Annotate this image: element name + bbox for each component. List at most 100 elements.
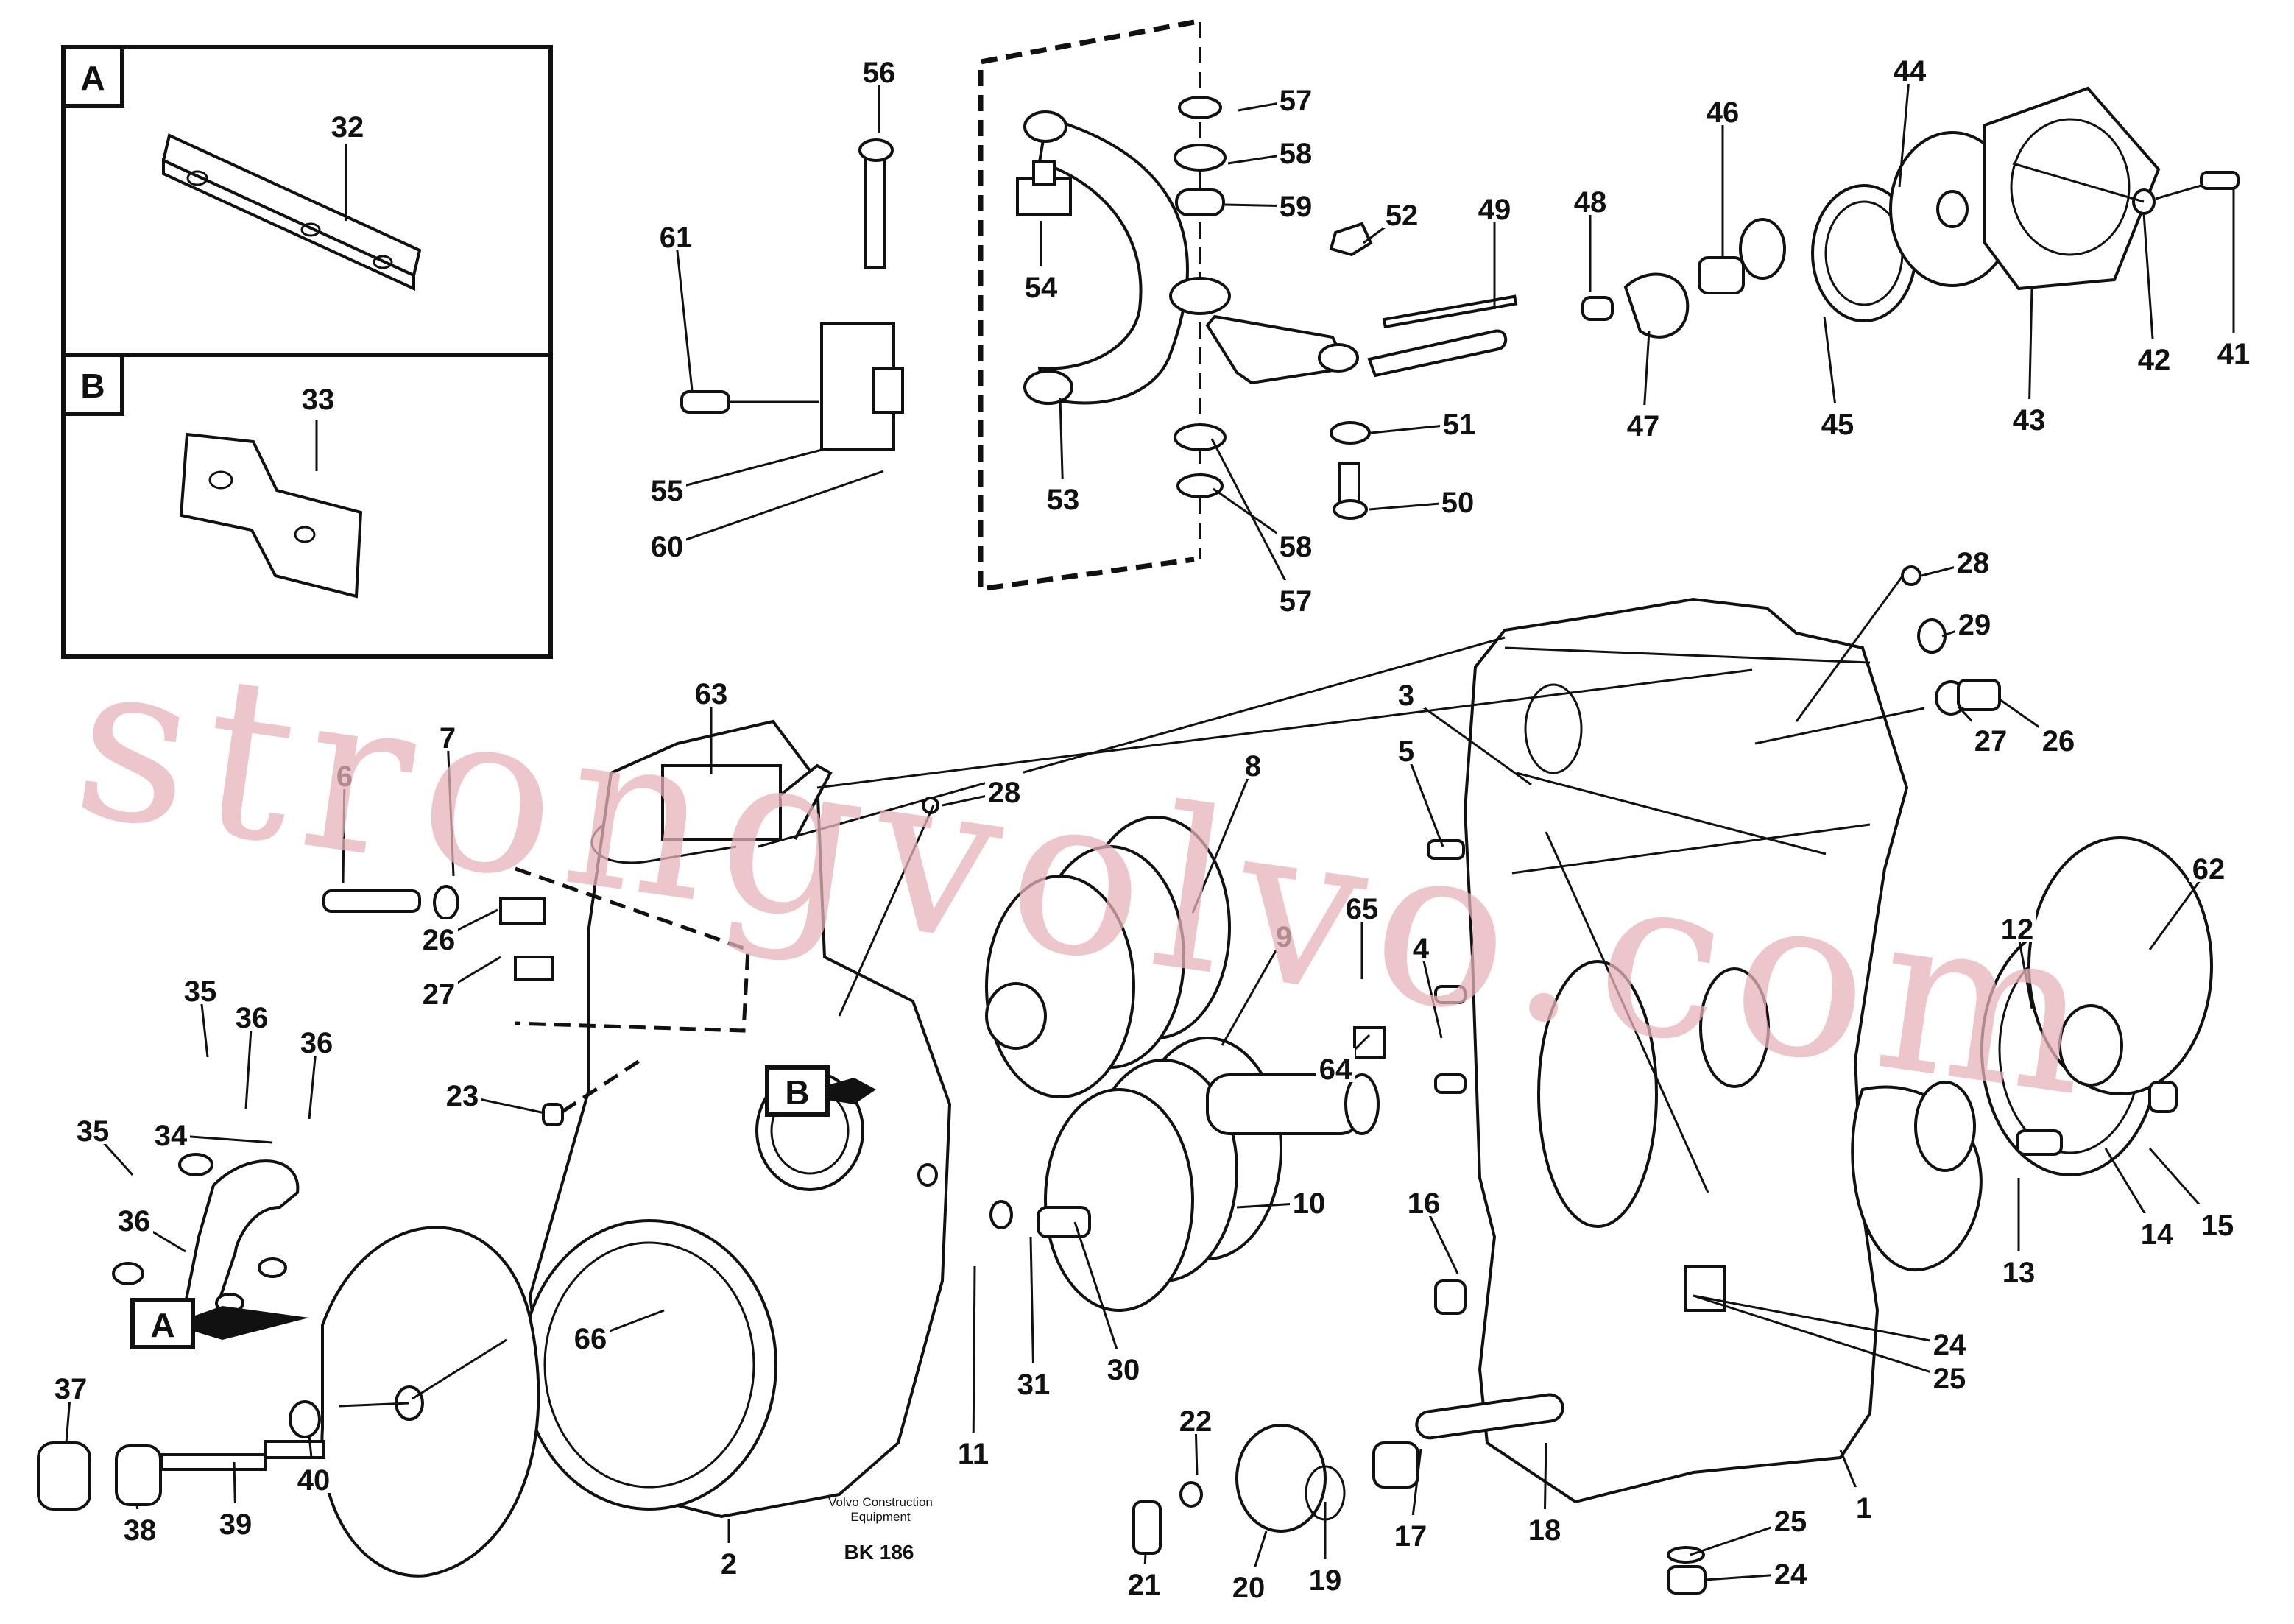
label-background bbox=[692, 673, 730, 707]
label-background bbox=[233, 997, 271, 1031]
part-number-label: 55 bbox=[651, 475, 684, 507]
part-number-label: 5 bbox=[1398, 735, 1414, 768]
leader-line bbox=[1221, 936, 1285, 1046]
part-number-label: 22 bbox=[1179, 1405, 1213, 1438]
part-number-label: 43 bbox=[2013, 404, 2046, 437]
label-background bbox=[2214, 333, 2253, 367]
label-background bbox=[1891, 50, 1929, 84]
label-background bbox=[1818, 403, 1857, 437]
label-background bbox=[2198, 1204, 2237, 1238]
part-number-label: 27 bbox=[1974, 725, 2008, 758]
label-background bbox=[985, 772, 1023, 805]
part-number-label: 19 bbox=[1309, 1564, 1342, 1597]
part-number-label: 24 bbox=[1774, 1558, 1807, 1591]
part-number-label: 31 bbox=[1017, 1369, 1051, 1401]
label-background bbox=[1571, 181, 1609, 215]
part-number-label: 64 bbox=[1319, 1053, 1352, 1086]
label-background bbox=[1229, 1567, 1268, 1600]
label-background bbox=[648, 526, 686, 559]
part-number-label: 30 bbox=[1107, 1354, 1140, 1386]
leader-line bbox=[1191, 765, 1254, 914]
label-background bbox=[1391, 1515, 1430, 1549]
label-background bbox=[648, 470, 686, 504]
part-number-label: 36 bbox=[118, 1205, 151, 1238]
label-background bbox=[1475, 188, 1514, 222]
label-background bbox=[1954, 542, 1992, 576]
label-background bbox=[1930, 1358, 1969, 1391]
label-background bbox=[1176, 1400, 1215, 1434]
part-number-label: 18 bbox=[1528, 1514, 1561, 1547]
part-number-label: 25 bbox=[1933, 1363, 1966, 1395]
label-background bbox=[1014, 1363, 1053, 1397]
label-background bbox=[74, 1110, 112, 1144]
part-number-label: 9 bbox=[1276, 921, 1292, 953]
label-background bbox=[1387, 730, 1425, 764]
part-number-label: 47 bbox=[1627, 410, 1660, 442]
credit-line-1: Volvo Construction bbox=[828, 1495, 933, 1509]
drawing-code: BK 186 bbox=[844, 1541, 914, 1564]
part-number-label: 57 bbox=[1280, 85, 1313, 117]
part-number-label: 23 bbox=[446, 1080, 479, 1112]
label-background bbox=[1277, 80, 1315, 113]
label-background bbox=[325, 755, 364, 789]
label-background bbox=[1440, 403, 1478, 437]
part-number-label: 28 bbox=[988, 777, 1021, 809]
leader-line bbox=[2142, 213, 2156, 360]
callout-b-letter: B bbox=[785, 1073, 809, 1112]
label-background bbox=[115, 1200, 153, 1234]
label-background bbox=[52, 1368, 90, 1402]
part-number-label: 44 bbox=[1894, 55, 1927, 88]
label-background bbox=[152, 1115, 190, 1148]
part-number-label: 26 bbox=[423, 924, 456, 956]
label-background bbox=[1930, 1324, 1969, 1358]
part-number-label: 39 bbox=[219, 1508, 253, 1541]
part-number-label: 2 bbox=[721, 1548, 737, 1581]
part-number-label: 10 bbox=[1293, 1187, 1326, 1220]
label-background bbox=[571, 1318, 610, 1352]
inset-b-part-label: 33 bbox=[302, 384, 335, 416]
label-background bbox=[1845, 1487, 1883, 1521]
leader-line bbox=[674, 236, 694, 391]
label-background bbox=[2000, 1251, 2038, 1285]
part-number-label: 49 bbox=[1478, 194, 1511, 226]
leader-line bbox=[2027, 286, 2033, 420]
leader-line bbox=[1419, 947, 1443, 1039]
credit-line-2: Equipment bbox=[850, 1510, 911, 1524]
part-number-label: 6 bbox=[336, 760, 353, 793]
part-number-label: 38 bbox=[124, 1514, 157, 1547]
part-number-label: 58 bbox=[1280, 531, 1313, 563]
part-number-label: 29 bbox=[1958, 609, 1991, 641]
part-number-label: 59 bbox=[1280, 191, 1313, 223]
inset-panel-b: B 33 bbox=[61, 353, 553, 659]
inset-panel-a: A 32 bbox=[61, 45, 553, 357]
part-number-label: 3 bbox=[1398, 679, 1414, 712]
part-number-label: 20 bbox=[1232, 1572, 1266, 1604]
label-background bbox=[1343, 888, 1381, 922]
leader-line bbox=[1210, 438, 1297, 601]
part-number-label: 36 bbox=[300, 1027, 333, 1059]
part-number-label: 54 bbox=[1025, 272, 1058, 304]
transmission-housing-assembly: A B bbox=[37, 565, 2213, 1595]
label-background bbox=[428, 717, 467, 751]
leader-line bbox=[2148, 868, 2210, 950]
part-number-label: 7 bbox=[440, 722, 456, 755]
label-background bbox=[1125, 1564, 1163, 1597]
label-background bbox=[1277, 580, 1315, 614]
shift-fork-assembly bbox=[680, 19, 2240, 593]
label-background bbox=[2189, 848, 2228, 882]
label-background bbox=[1525, 1509, 1564, 1543]
leader-line bbox=[1073, 1221, 1125, 1370]
part-number-label: 35 bbox=[77, 1115, 110, 1148]
part-number-label: 4 bbox=[1413, 933, 1430, 965]
label-background bbox=[2039, 720, 2078, 754]
part-number-label: 25 bbox=[1774, 1505, 1807, 1538]
part-number-label: 15 bbox=[2201, 1210, 2234, 1242]
inset-a-letter: A bbox=[80, 59, 105, 97]
label-background bbox=[420, 919, 458, 953]
leader-line bbox=[1693, 1294, 1950, 1380]
part-number-label: 56 bbox=[863, 57, 896, 89]
leader-line bbox=[972, 1265, 976, 1454]
inset-b-letter: B bbox=[80, 367, 105, 405]
